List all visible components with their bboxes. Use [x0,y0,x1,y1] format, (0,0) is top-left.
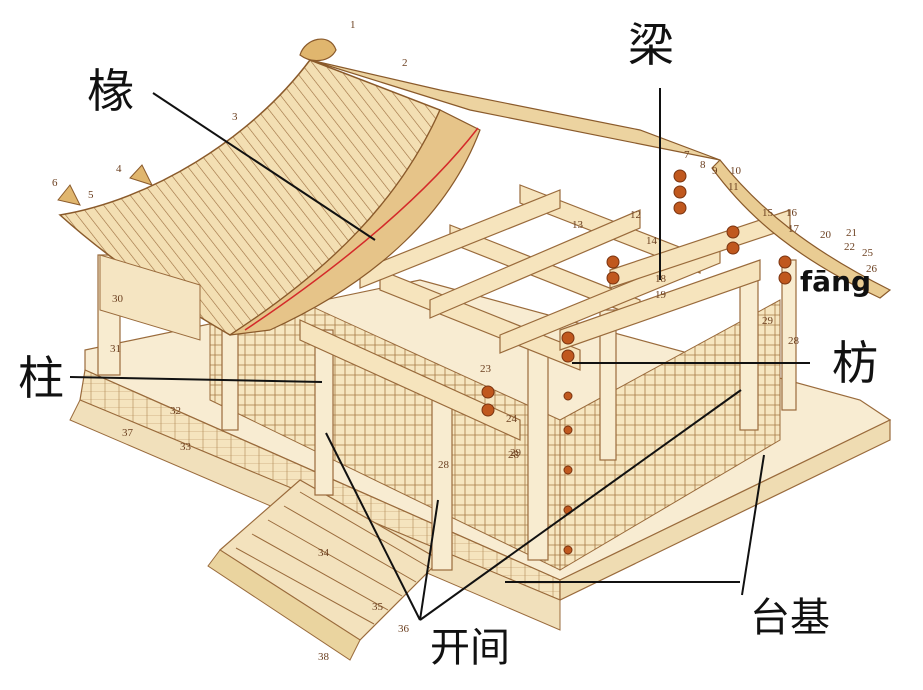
part-number: 16 [786,207,798,219]
part-number: 3 [232,111,238,123]
label-chuan: 椽 [88,64,134,118]
part-number: 29 [762,315,774,327]
part-number: 34 [318,547,330,559]
part-number: 24 [506,413,518,425]
part-number: 23 [480,363,492,375]
kaijian-leader-2 [419,499,439,621]
part-number: 37 [122,427,134,439]
part-number: 8 [700,159,706,171]
part-number: 28 [788,335,800,347]
part-number: 17 [788,223,800,235]
annotation-lines [69,88,810,621]
part-number: 21 [846,227,857,239]
part-number: 38 [318,651,330,663]
beam-grid [299,184,791,441]
part-number: 25 [862,247,874,259]
part-number: 35 [372,601,384,613]
part-number: 31 [110,343,121,355]
part-number: 2 [402,57,408,69]
part-number: 26 [866,263,878,275]
part-number: 7 [684,149,690,161]
part-number: 13 [572,219,584,231]
part-number: 15 [762,207,774,219]
part-number: 28 [508,449,520,461]
part-number: 33 [180,441,192,453]
part-number: 5 [88,189,94,201]
part-number: 36 [398,623,410,635]
stairs [207,479,441,661]
part-number: 22 [844,241,855,253]
chuan-leader [152,92,376,241]
part-number: 30 [112,293,124,305]
part-number: 9 [712,165,718,177]
label-fang-pinyin: fāng [800,265,872,298]
part-number: 29 [510,447,522,459]
part-number: 10 [730,165,742,177]
roof [57,38,892,336]
part-number: 19 [655,289,667,301]
part-number: 14 [646,235,658,247]
label-zhu: 柱 [18,351,64,405]
part-number: 11 [728,181,739,193]
beam-ends [481,169,792,555]
label-liang: 梁 [628,18,674,72]
taiji-leader-vertical [741,454,765,596]
part-number: 28 [438,459,450,471]
part-number: 4 [116,163,122,175]
part-number: 12 [630,209,641,221]
part-number: 32 [170,405,181,417]
kaijian-leader-1 [325,432,421,621]
left-wall [99,254,201,341]
part-number: 6 [52,177,58,189]
back-wall [209,259,781,571]
part-number: 1 [350,19,356,31]
label-kaijian: 开间 [430,625,510,671]
label-taiji: 台基 [750,595,830,641]
kaijian-leader-3 [419,389,742,621]
zhu-leader [69,376,323,383]
label-fang: 枋 [832,336,878,390]
part-number: 20 [820,229,832,241]
